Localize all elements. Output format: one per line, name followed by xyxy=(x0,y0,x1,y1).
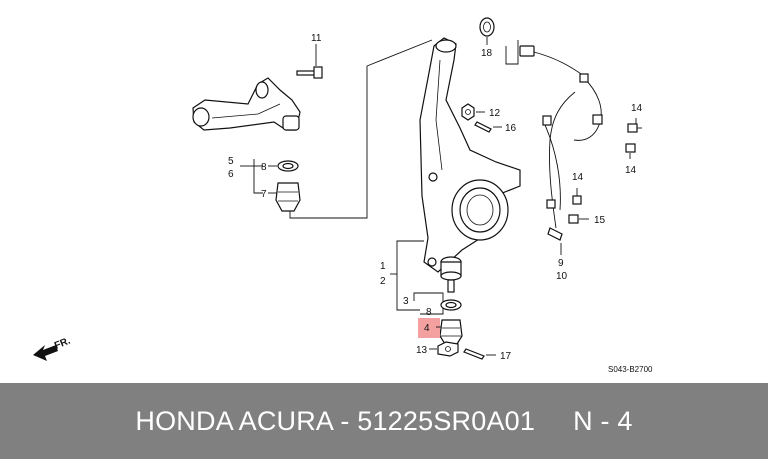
highlight-box xyxy=(418,318,440,338)
boot-clip-8 xyxy=(440,299,462,311)
nut-13 xyxy=(437,341,459,357)
upper-boot-clip-8 xyxy=(277,160,299,172)
callout-14-a: 14 xyxy=(631,103,643,114)
callout-2: 2 xyxy=(380,276,386,287)
bolt-14-b xyxy=(625,143,636,159)
callout-15: 15 xyxy=(594,215,606,226)
footer-ref-text: N - 4 xyxy=(573,405,633,436)
callout-14-b: 14 xyxy=(625,165,637,176)
front-marker-label: FR. xyxy=(53,335,72,351)
callout-17: 17 xyxy=(500,351,512,362)
dust-boot-4 xyxy=(439,319,463,345)
leader-upper-arm xyxy=(289,39,433,219)
steering-knuckle xyxy=(419,37,521,273)
bolt-15 xyxy=(568,214,589,224)
callout-13: 13 xyxy=(416,345,428,356)
parts-diagram-svg: FR. 11 18 12 16 5 6 8 7 14 14 14 15 9 10… xyxy=(33,17,653,374)
callout-4: 4 xyxy=(424,323,430,334)
leader-lower-ball-joint xyxy=(396,240,424,311)
abs-sensor-harness xyxy=(505,40,603,241)
callout-8-upper: 8 xyxy=(261,162,267,173)
footer-bar: HONDA ACURA - 51225SR0A01 N - 4 xyxy=(0,383,768,459)
leader-lower-parts xyxy=(413,292,444,315)
diagram-code: S043-B2700 xyxy=(608,365,653,374)
parts-diagram: FR. 11 18 12 16 5 6 8 7 14 14 14 15 9 10… xyxy=(33,17,654,374)
upper-boot-7 xyxy=(275,182,301,212)
front-arrow-icon xyxy=(33,345,58,361)
footer-part-text: HONDA ACURA - 51225SR0A01 xyxy=(135,405,536,436)
bolt-14-a xyxy=(627,118,642,133)
callout-12: 12 xyxy=(489,108,501,119)
callout-9: 9 xyxy=(558,258,564,269)
callout-10: 10 xyxy=(556,271,568,282)
bolt-14-c xyxy=(572,188,582,205)
cotter-pin-17 xyxy=(463,348,496,360)
callout-7: 7 xyxy=(261,189,267,200)
cap-18 xyxy=(479,17,495,45)
callout-3: 3 xyxy=(403,296,409,307)
callout-11: 11 xyxy=(311,33,322,44)
callout-5: 5 xyxy=(228,156,234,167)
bolt-11 xyxy=(296,44,323,79)
callout-1: 1 xyxy=(380,261,386,272)
lower-ball-joint-3 xyxy=(440,256,462,293)
callout-18: 18 xyxy=(481,48,493,59)
bracket-5-6 xyxy=(253,159,263,194)
callout-6: 6 xyxy=(228,169,234,180)
cotter-pin-16 xyxy=(474,121,502,133)
nut-12 xyxy=(461,103,485,121)
upper-control-arm xyxy=(192,77,301,131)
callout-14-c: 14 xyxy=(572,172,584,183)
callout-16: 16 xyxy=(505,123,517,134)
callout-8-lower: 8 xyxy=(426,307,432,318)
